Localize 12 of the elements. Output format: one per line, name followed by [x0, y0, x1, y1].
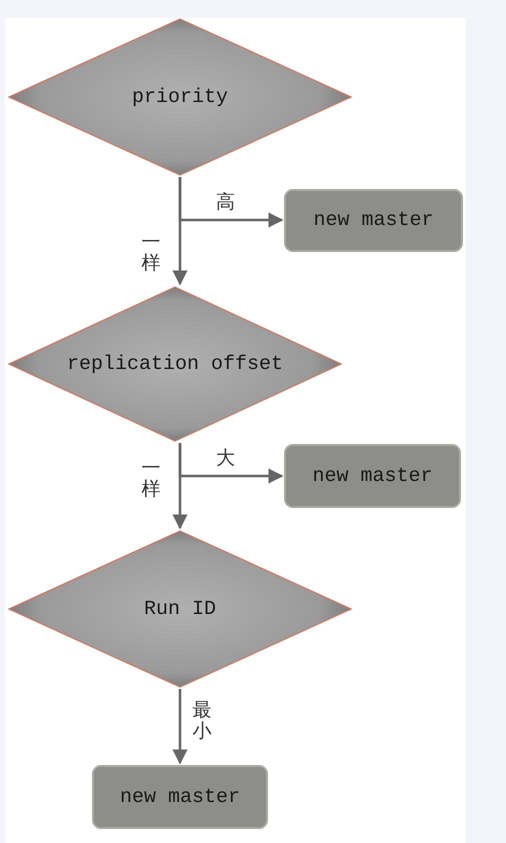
decision-diamond: priority	[8, 18, 352, 176]
process-box: new master	[284, 189, 463, 252]
edge-label: 大	[216, 448, 235, 469]
arrow	[172, 443, 188, 530]
edge-label: 最小	[192, 700, 212, 742]
edge-label: 高	[216, 192, 235, 213]
arrow	[172, 689, 188, 764]
process-box: new master	[284, 444, 461, 508]
arrow	[172, 177, 188, 286]
decision-diamond: Run ID	[8, 530, 352, 688]
process-box: new master	[92, 765, 268, 829]
decision-diamond: replication offset	[8, 286, 342, 442]
